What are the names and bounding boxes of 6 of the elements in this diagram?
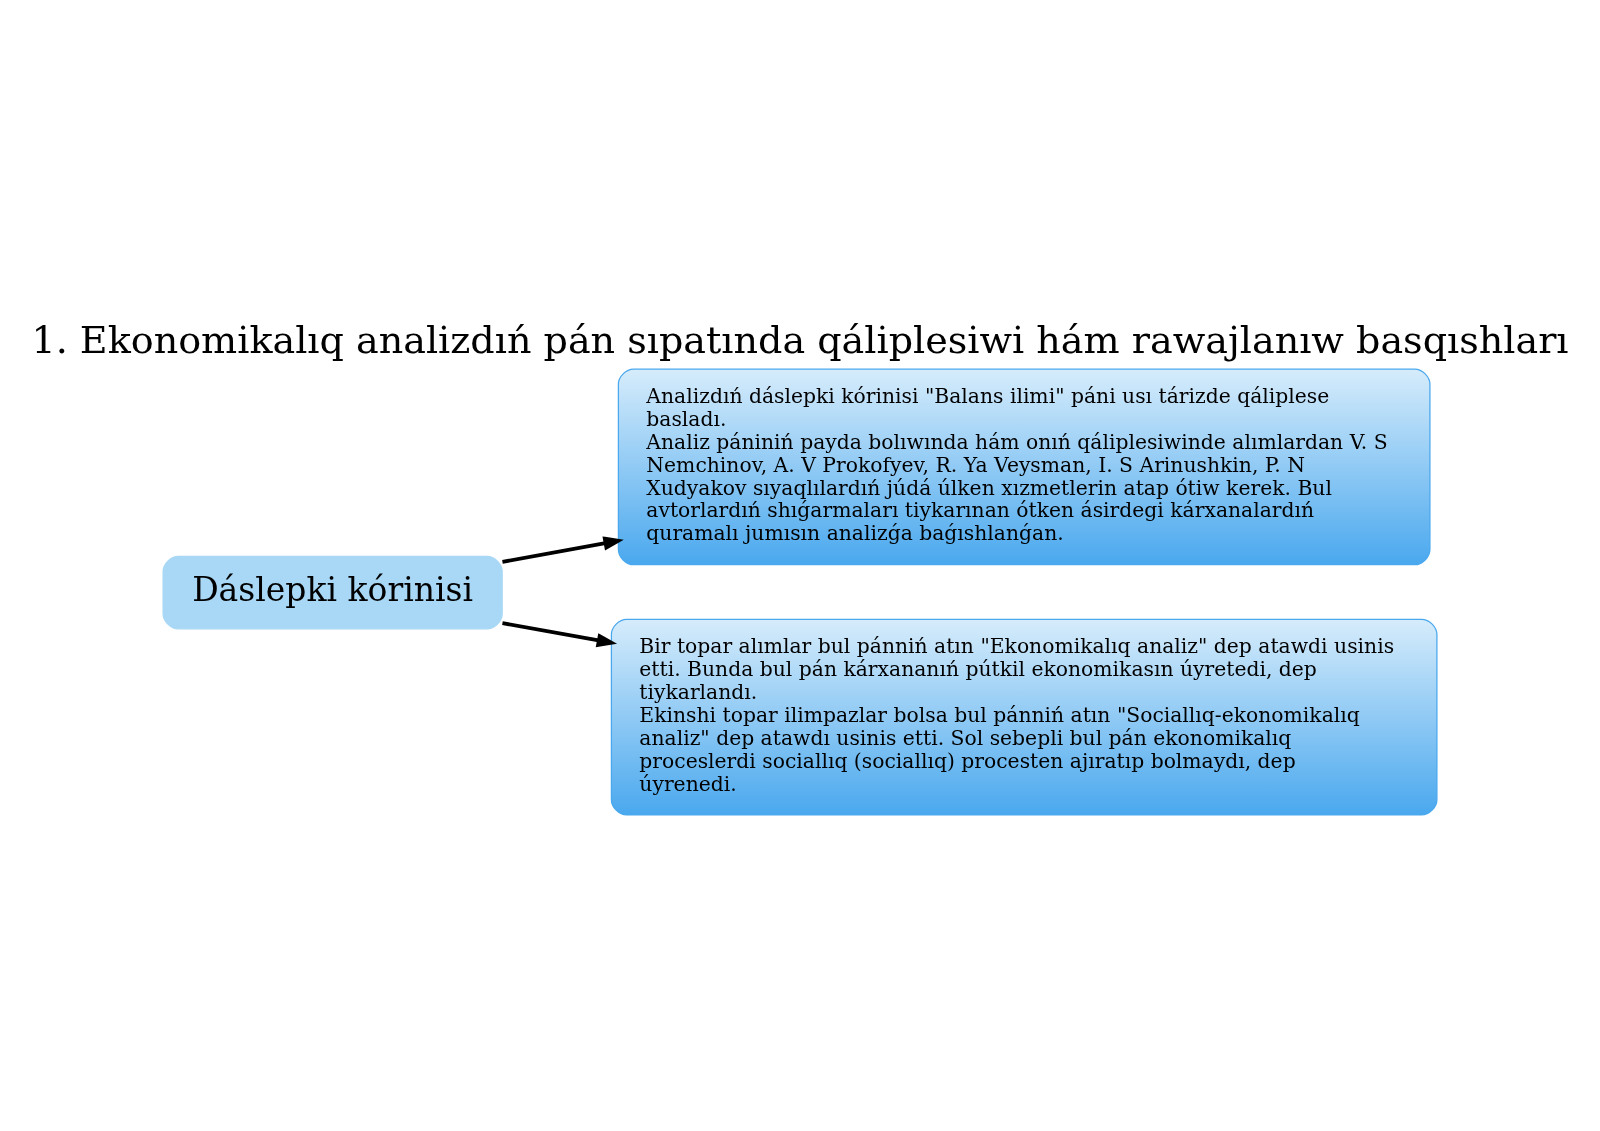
diagram-title: 1. Ekonomikalıq analizdıń pán sıpatında qáliplesiwi hám rawajlanıw basqıshları: [31, 317, 1569, 362]
arrow: [502, 620, 618, 647]
arrow: [502, 535, 624, 564]
node-box: Analizdıń dáslepki kórinisi "Balans ilimi" páni usı tárizde qáliplese basladı. Analiz pániniń payda bolıwında hám onıń qáliplesiwinde alımlardan V. S Nemchinov, A. V Prokofyev, R. Ya Veysman, I. S Arinushkin, P. N Xudyakov sıyaqlılardıń júdá úlken xızmetlerin atap ótiw kerek. Bul avtorlardıń shıǵarmaları tiykarınan ótken ásirdegi kárxanalardıń quramalı jumısın analizǵa baǵıshlanǵan.: [617, 368, 1431, 565]
node-box: Bir topar alımlar bul pánniń atın "Ekonomikalıq analiz" dep atawdi usinis etti. Bunda bul pán kárxananıń pútkil ekonomikasın úyretedi, dep tiykarlandı. Ekinshi topar ilimpazlar bolsa bul pánniń atın "Sociallıq-ekonomikalıq analiz" dep atawdı usinis etti. Sol sebepli bul pán ekonomikalıq proceslerdi sociallıq (sociallıq) procesten ajıratıp bolmaydı, dep úyrenedi.: [610, 618, 1438, 816]
node-box: Dáslepki kórinisi: [162, 555, 503, 629]
